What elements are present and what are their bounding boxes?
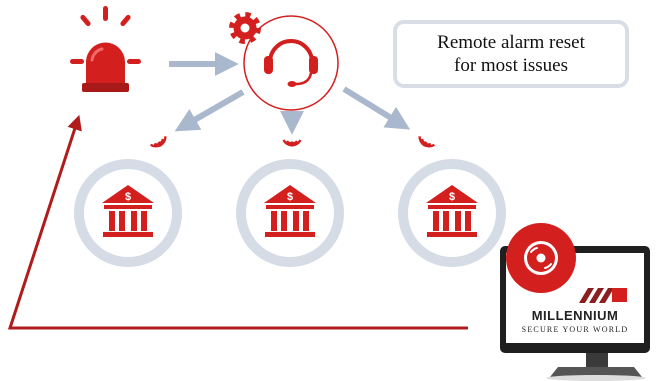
feedback-arrow [7,114,468,330]
bank-building-icon: $ [102,185,154,237]
callout-line-1: Remote alarm reset [437,32,585,53]
disc-icon [506,223,576,293]
bank-node-center: $ [236,159,344,267]
wireless-signal-icon [149,136,167,148]
bank-dollar-sign: $ [287,191,293,203]
arrow-support-to-bank-right [342,86,411,130]
brand-logo-mark [579,288,627,303]
bank-dollar-sign: $ [125,191,131,203]
wireless-signal-icon [282,139,302,147]
brand-tagline: SECURE YOUR WORLD [522,325,629,334]
bank-node-left: $ [74,159,182,267]
headset-icon [264,39,318,87]
gear-icon [229,12,261,44]
brand-name: MILLENNIUM [532,308,619,323]
callout-line-2: for most issues [454,55,568,76]
arrow-support-to-bank-left [174,89,245,132]
wireless-signal-icon [418,136,436,148]
callout-box: Remote alarm reset for most issues [393,20,629,88]
support-center [243,15,339,111]
alarm-siren-icon [70,6,141,92]
bank-node-right: $ [398,159,506,267]
bank-dollar-sign: $ [449,191,455,203]
bank-building-icon: $ [426,185,478,237]
bank-building-icon: $ [264,185,316,237]
